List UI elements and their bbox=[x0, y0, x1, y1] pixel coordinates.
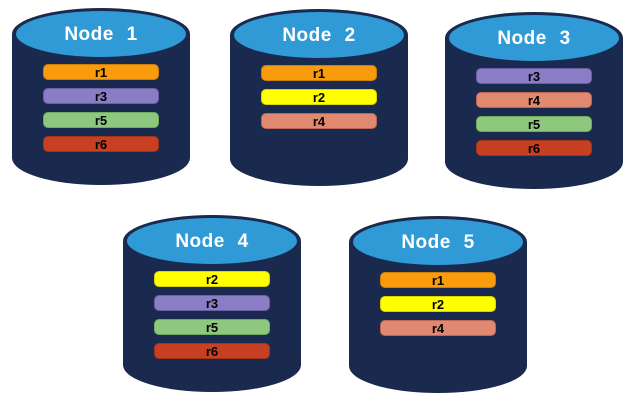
cylinder-top-ellipse: Node 1 bbox=[16, 11, 186, 57]
replica-list: r1 r3 r5 r6 bbox=[43, 64, 159, 152]
database-node-3: Node 3 r3 r4 r5 r6 bbox=[445, 12, 623, 189]
cylinder-bottom-curve bbox=[230, 132, 408, 186]
replica-list: r1 r2 r4 bbox=[380, 272, 496, 336]
replica-bar-r3: r3 bbox=[154, 295, 270, 311]
replica-bar-r4: r4 bbox=[261, 113, 377, 129]
replica-bar-r6: r6 bbox=[476, 140, 592, 156]
cylinder-top-ellipse: Node 5 bbox=[353, 219, 523, 265]
database-node-1: Node 1 r1 r3 r5 r6 bbox=[12, 8, 190, 185]
replica-bar-r4: r4 bbox=[476, 92, 592, 108]
database-node-5: Node 5 r1 r2 r4 bbox=[349, 216, 527, 393]
replica-bar-r3: r3 bbox=[476, 68, 592, 84]
cylinder-top-ellipse: Node 4 bbox=[127, 218, 297, 264]
node-title: Node 2 bbox=[282, 24, 356, 46]
node-title: Node 3 bbox=[497, 27, 571, 49]
cylinder-bottom-curve bbox=[349, 339, 527, 393]
replica-list: r3 r4 r5 r6 bbox=[476, 68, 592, 156]
replica-bar-r3: r3 bbox=[43, 88, 159, 104]
replica-bar-r6: r6 bbox=[154, 343, 270, 359]
node-title: Node 4 bbox=[175, 230, 249, 252]
replica-bar-r1: r1 bbox=[380, 272, 496, 288]
replica-bar-r6: r6 bbox=[43, 136, 159, 152]
replica-bar-r5: r5 bbox=[154, 319, 270, 335]
replica-bar-r2: r2 bbox=[261, 89, 377, 105]
database-node-4: Node 4 r2 r3 r5 r6 bbox=[123, 215, 301, 392]
node-title: Node 5 bbox=[401, 231, 475, 253]
cylinder-top-ellipse: Node 3 bbox=[449, 15, 619, 61]
replica-bar-r5: r5 bbox=[476, 116, 592, 132]
node-title: Node 1 bbox=[64, 23, 138, 45]
replica-list: r2 r3 r5 r6 bbox=[154, 271, 270, 359]
database-node-2: Node 2 r1 r2 r4 bbox=[230, 9, 408, 186]
replica-bar-r2: r2 bbox=[154, 271, 270, 287]
replica-bar-r1: r1 bbox=[43, 64, 159, 80]
replica-bar-r4: r4 bbox=[380, 320, 496, 336]
replica-bar-r5: r5 bbox=[43, 112, 159, 128]
replica-bar-r1: r1 bbox=[261, 65, 377, 81]
cylinder-top-ellipse: Node 2 bbox=[234, 12, 404, 58]
replica-list: r1 r2 r4 bbox=[261, 65, 377, 129]
replica-bar-r2: r2 bbox=[380, 296, 496, 312]
